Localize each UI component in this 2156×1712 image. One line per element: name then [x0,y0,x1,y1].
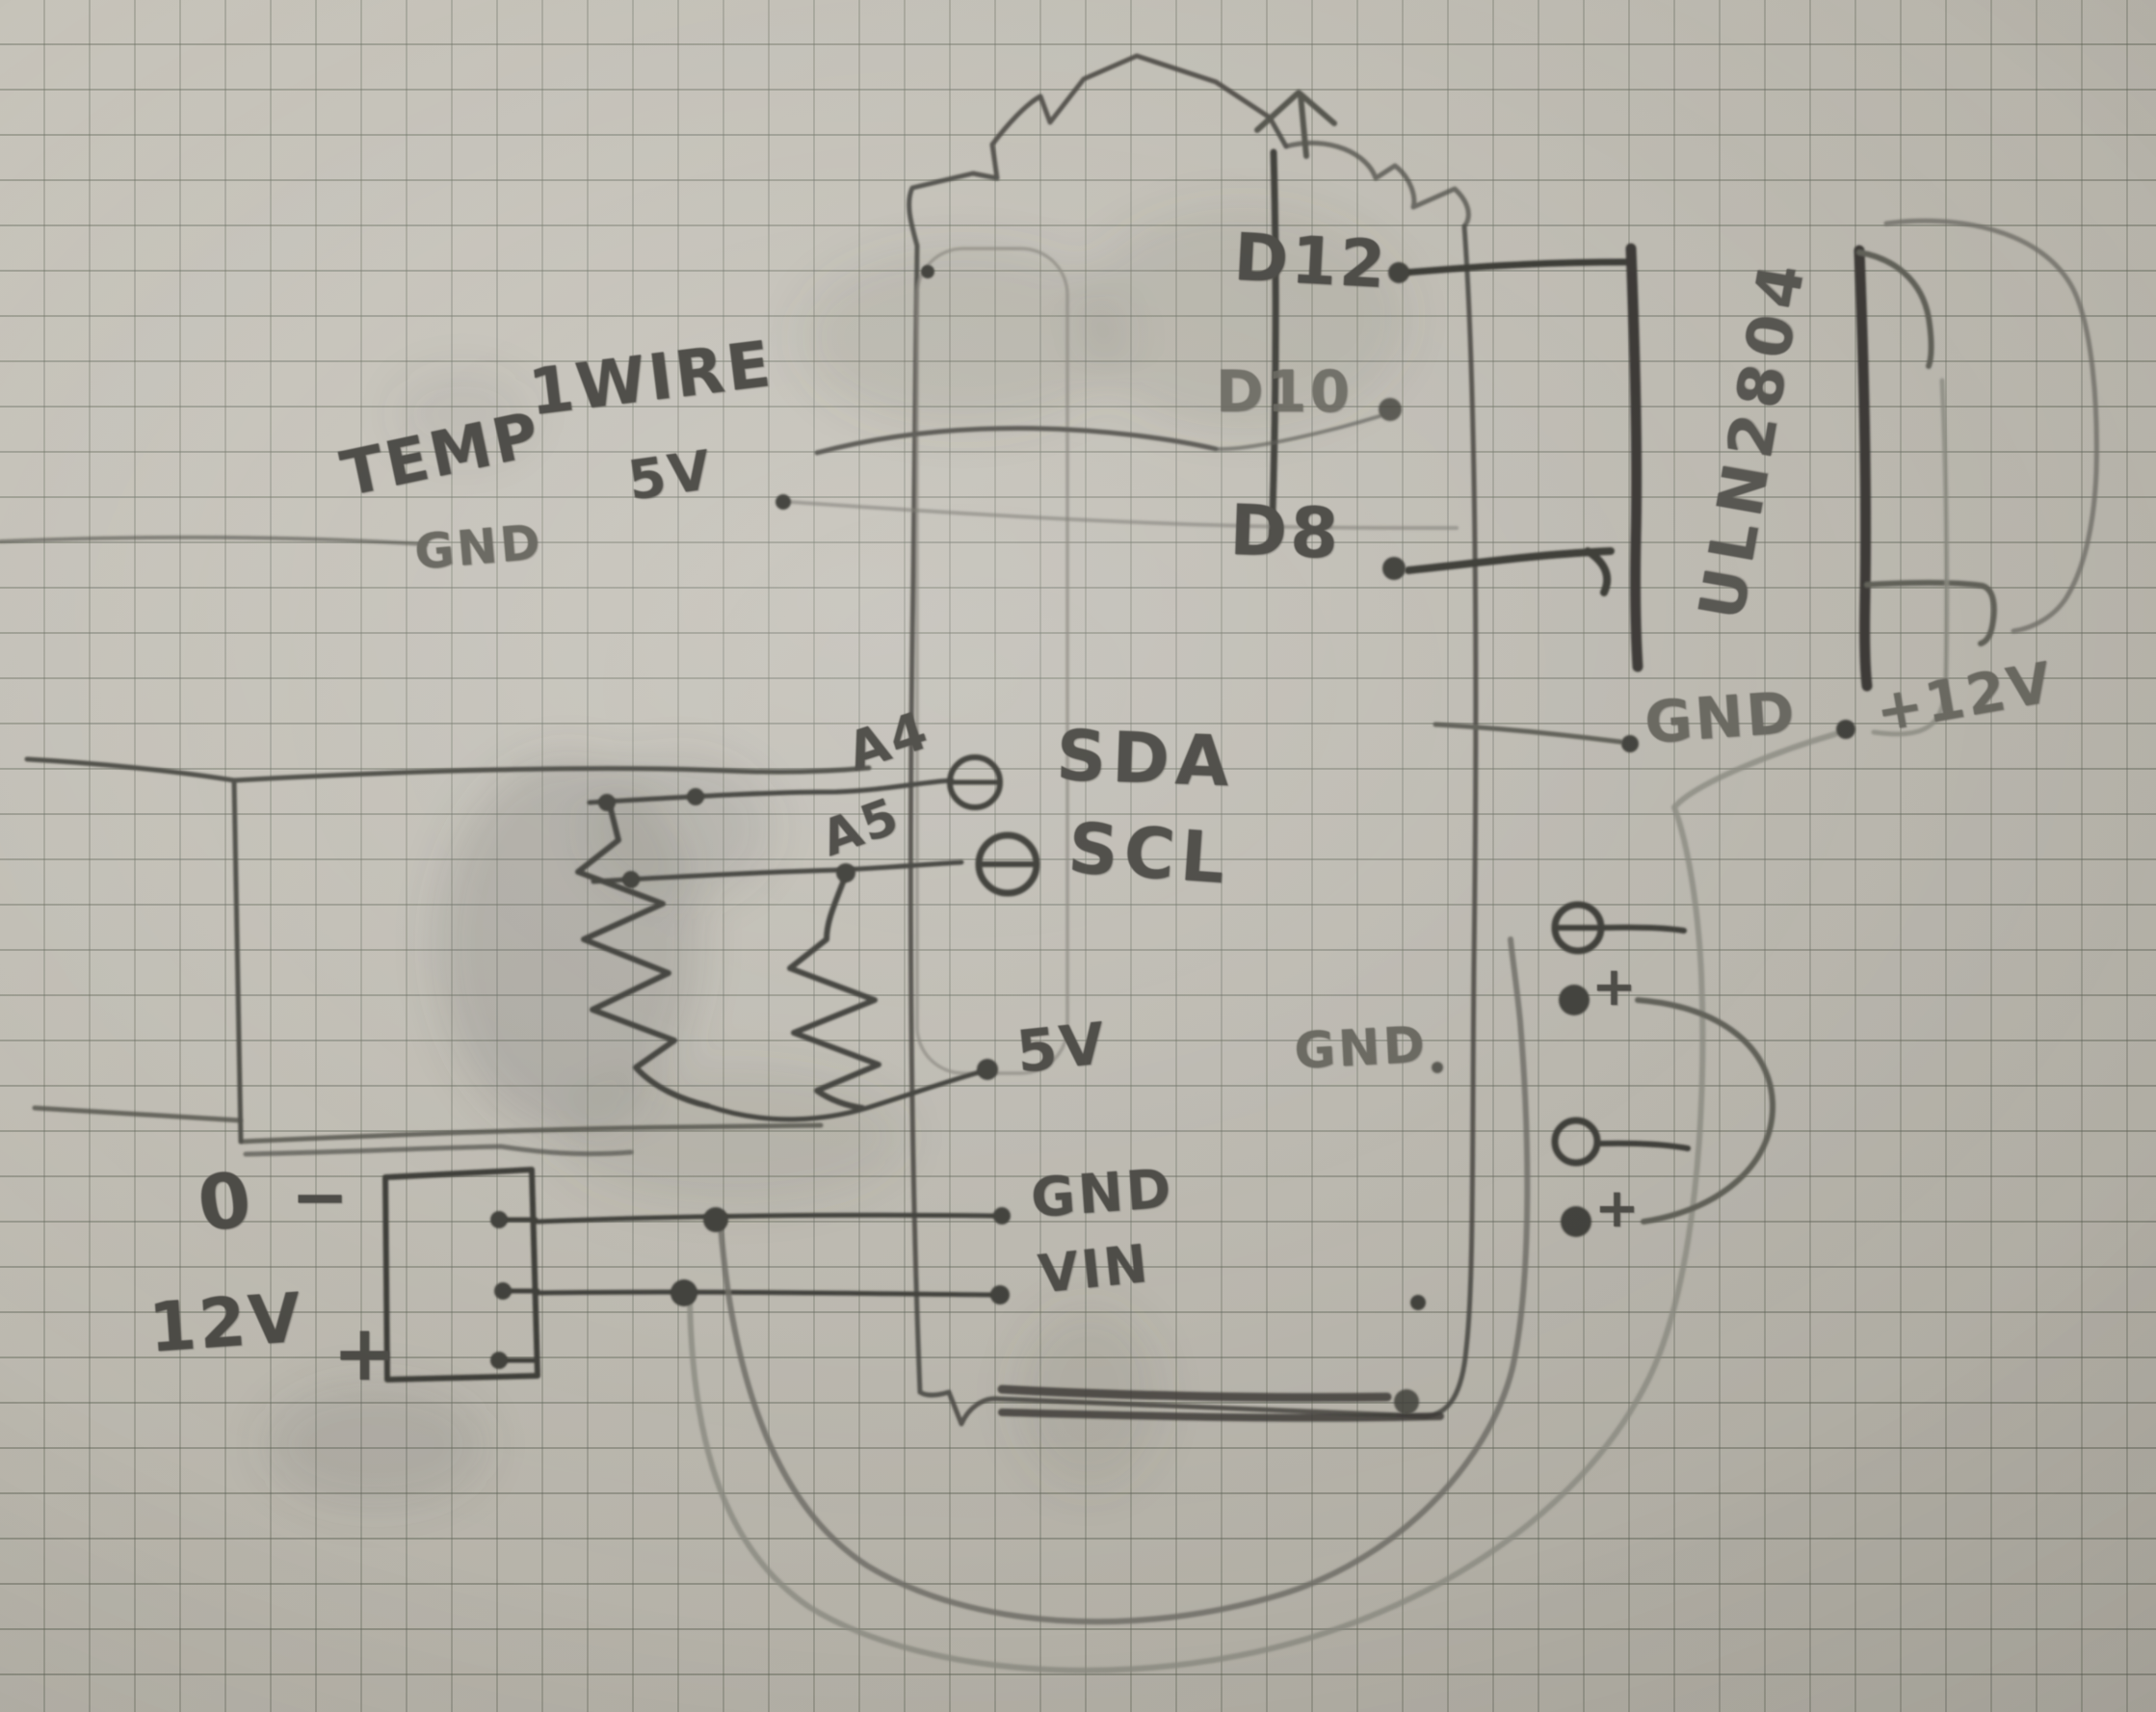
uln-bar-right-output-wire [1864,579,1997,646]
resistor-sda-pullup [575,806,711,1109]
label-board-gnd-right: GND [1293,1015,1430,1081]
wire-1wire-data [814,414,1381,456]
label-supply-12v: 12V [146,1277,306,1368]
uln-bar-right-top-hook [1856,250,1934,369]
label-pin-gnd: GND [1029,1157,1176,1230]
label-supply-plus: + [332,1308,401,1398]
sweep-gnd-return [718,936,1531,1625]
i2c-pin-holes [947,754,1040,897]
corner-down-stroke [1268,148,1279,543]
label-rail-gnd: GND [1643,678,1800,757]
sweep-12v-feed [687,731,1838,1673]
wire-gnd [535,1212,997,1225]
label-output-plus-bottom: + [1594,1177,1643,1240]
label-pin-scl: SCL [1065,807,1234,900]
wire-12v-up-right [1871,378,1950,737]
wire-sda [587,777,955,805]
label-pin-5v: 5V [1013,1010,1111,1087]
pencil-smudges [265,207,1407,1508]
label-supply-minus: − [291,1156,353,1237]
wire-d12 [1401,258,1630,277]
board-bottom-edge [997,1384,1444,1422]
label-pin-vin: VIN [1036,1232,1154,1305]
label-pin-sda: SDA [1055,715,1237,803]
resistor-scl-pullup [787,872,881,1111]
wire-pullups-to-5v [705,1068,986,1122]
output-pins [1551,901,1776,1225]
wire-temp-5v [788,500,1459,530]
uln-bar-left [1625,243,1643,672]
label-temp-5v: 5V [624,438,718,514]
label-pin-d10: D10 [1216,358,1354,426]
junction-dots [490,262,1855,1414]
wire-d8 [1405,547,1615,596]
i2c-module-box [0,535,872,1157]
label-temp-gnd: GND [412,514,545,581]
wire-vin [535,1289,995,1298]
wire-board-to-gnd-rail [1433,722,1623,745]
power-connector-box [382,1167,540,1383]
label-pin-d8: D8 [1228,489,1343,574]
uln-bar-right [1854,245,1873,692]
wire-scl [591,859,964,884]
label-output-plus-top: + [1591,956,1640,1018]
wire-far-right-loop [1883,218,2099,634]
torn-edge-arrow [1254,90,1337,159]
label-pin-d12: D12 [1231,220,1390,304]
label-supply-zero: 0 [193,1156,260,1251]
